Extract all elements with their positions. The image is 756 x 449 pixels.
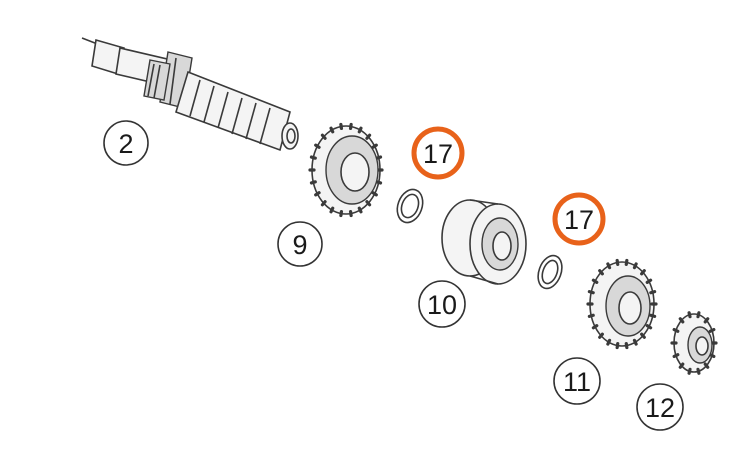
gear-tooth: [632, 262, 638, 270]
gear-tooth: [320, 200, 327, 207]
gear-tooth: [606, 262, 612, 270]
gear-tooth: [645, 278, 653, 284]
gear-tooth: [309, 155, 317, 160]
gear-tooth: [687, 311, 692, 319]
callout-ring: [553, 357, 601, 405]
gear-tooth: [687, 367, 692, 375]
gear-tooth: [309, 180, 317, 185]
gear-tooth: [645, 324, 653, 330]
gear-tooth: [678, 362, 685, 369]
gear-tooth: [696, 311, 701, 319]
callout-9: 9: [277, 221, 323, 267]
gear-tooth: [339, 122, 344, 131]
gear-tooth: [357, 206, 363, 214]
gear-tooth: [365, 200, 372, 207]
gear-tooth: [708, 327, 716, 333]
callout-17-highlighted: 17: [552, 192, 606, 246]
gear-tooth: [615, 258, 620, 267]
highlight-ring: [552, 192, 606, 246]
highlight-ring: [411, 126, 465, 180]
callout-ring: [103, 120, 149, 166]
gear-tooth: [329, 206, 335, 214]
gear-12-part: [670, 311, 718, 375]
callout-label: 17: [564, 205, 594, 235]
gear-tooth: [598, 332, 604, 339]
gear-tooth: [365, 133, 372, 140]
gear-10-part: [441, 199, 527, 285]
callout-label: 17: [423, 139, 453, 169]
gear-tooth: [640, 269, 646, 276]
gear-tooth: [329, 126, 335, 134]
gear-tooth: [339, 209, 344, 218]
gear-11-part: [586, 258, 658, 350]
gear-tooth: [591, 324, 599, 330]
callout-10: 10: [418, 280, 466, 328]
gear-tooth: [708, 353, 716, 359]
gear-tooth: [649, 313, 657, 318]
gear-tooth: [314, 143, 321, 149]
gear-tooth: [371, 143, 378, 149]
gear-tooth: [672, 327, 680, 333]
gear-tooth: [598, 269, 604, 276]
gear-9-part: [308, 122, 384, 218]
gear-tooth: [615, 341, 620, 350]
gear-tooth: [606, 338, 612, 346]
gear-tooth: [703, 317, 710, 324]
gear-tooth: [320, 133, 327, 140]
gear-tooth: [624, 258, 629, 267]
callout-label: 2: [118, 129, 133, 159]
main-shaft-part: [81, 37, 299, 152]
callout-12: 12: [636, 383, 684, 431]
callout-ring: [277, 221, 323, 267]
callout-label: 12: [645, 393, 675, 423]
gear-tooth: [678, 317, 685, 324]
gear-tooth: [357, 126, 363, 134]
gear-tooth: [703, 362, 710, 369]
gear-tooth: [314, 191, 321, 197]
callout-ring: [418, 280, 466, 328]
gear-tooth: [348, 209, 353, 218]
gear-tooth: [348, 122, 353, 131]
circlip-17-part: [396, 188, 424, 224]
gear-tooth: [587, 313, 595, 318]
callout-11: 11: [553, 357, 601, 405]
circlip-17-part: [537, 254, 563, 290]
gear-tooth: [672, 353, 680, 359]
gear-tooth: [649, 290, 657, 295]
callout-17-highlighted: 17: [411, 126, 465, 180]
gear-tooth: [696, 367, 701, 375]
gear-tooth: [375, 180, 383, 185]
gear-tooth: [640, 332, 646, 339]
callout-label: 10: [427, 290, 457, 320]
gear-tooth: [632, 338, 638, 346]
callout-2: 2: [103, 120, 149, 166]
gear-tooth: [587, 290, 595, 295]
gear-tooth: [375, 155, 383, 160]
gear-tooth: [624, 341, 629, 350]
callout-label: 11: [563, 367, 591, 397]
callout-ring: [636, 383, 684, 431]
gear-tooth: [591, 278, 599, 284]
gear-tooth: [371, 191, 378, 197]
callout-label: 9: [292, 230, 307, 260]
